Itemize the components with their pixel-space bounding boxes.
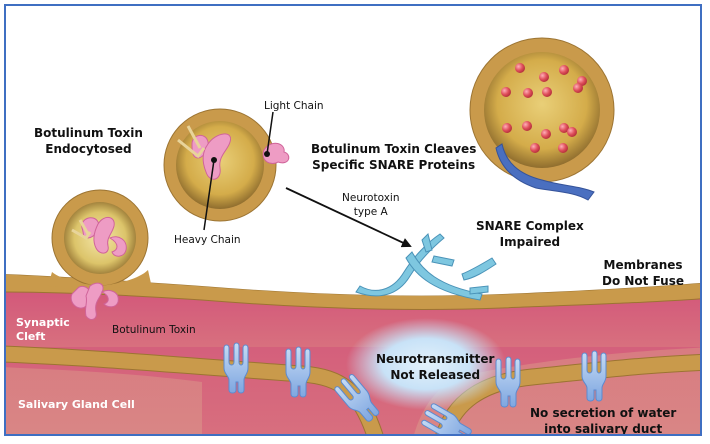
label-snare-impaired: SNARE Complex Impaired (476, 219, 584, 250)
neurotransmitter-glow (346, 318, 506, 410)
label-neurotoxin: Neurotoxin type A (342, 192, 399, 219)
endocytosed-vesicle-left (48, 189, 152, 288)
label-light-chain: Light Chain (264, 100, 324, 112)
label-cleaves: Botulinum Toxin Cleaves Specific SNARE P… (311, 142, 476, 173)
diagram-canvas (6, 6, 700, 434)
toxin-vesicle-middle (163, 108, 290, 231)
snare-protein-strand (495, 143, 595, 201)
neurotoxin-arrow (285, 187, 412, 248)
botulinum-toxin-molecule (70, 282, 119, 320)
label-neurotoxin-line1: Neurotoxin (342, 192, 400, 204)
label-cleaves-line2: Specific SNARE Proteins (312, 157, 476, 172)
label-botulinum-toxin: Botulinum Toxin (112, 324, 196, 336)
label-no-secretion: No secretion of water into salivary duct (530, 406, 677, 436)
label-salivary-cell: Salivary Gland Cell (18, 398, 135, 411)
heavy-chain-pointer (203, 159, 215, 231)
label-no-secretion-line2: into salivary duct (544, 421, 663, 436)
label-endocytosed-line1: Botulinum Toxin (34, 126, 143, 140)
label-cleft-line2: Cleft (16, 330, 46, 344)
neurotransmitter-vesicle (469, 37, 615, 201)
light-chain-pointer (266, 111, 274, 155)
label-no-secretion-line1: No secretion of water (530, 406, 677, 420)
cleaved-snare-fragments (355, 233, 497, 301)
label-synaptic-cleft: Synaptic Cleft (16, 316, 70, 345)
label-neurotransmitter: Neurotransmitter Not Released (376, 352, 494, 383)
label-snare-line1: SNARE Complex (476, 219, 584, 233)
label-endocytosed: Botulinum Toxin Endocytosed (34, 126, 143, 157)
label-snare-line2: Impaired (499, 234, 561, 249)
label-neurotransmitter-line2: Not Released (390, 367, 481, 382)
label-membranes-line1: Membranes (603, 258, 683, 272)
neurotransmitter-dots (501, 63, 587, 153)
label-heavy-chain: Heavy Chain (174, 234, 241, 246)
label-neurotransmitter-line1: Neurotransmitter (376, 352, 495, 366)
label-neurotoxin-line2: type A (353, 205, 388, 218)
label-cleaves-line1: Botulinum Toxin Cleaves (311, 142, 477, 156)
label-cleft-line1: Synaptic (16, 316, 70, 329)
label-membranes-line2: Do Not Fuse (602, 273, 685, 288)
label-membranes: Membranes Do Not Fuse (602, 258, 684, 289)
label-endocytosed-line2: Endocytosed (45, 141, 132, 156)
diagram-frame: Botulinum Toxin Endocytosed Light Chain … (4, 4, 702, 436)
